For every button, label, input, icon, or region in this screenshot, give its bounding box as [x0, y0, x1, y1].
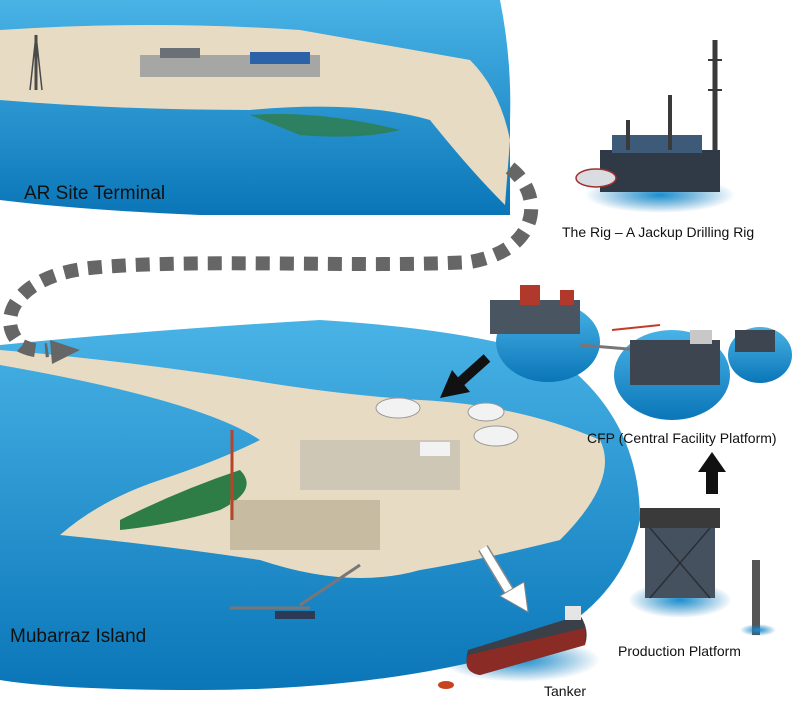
arrow-island-to-tanker	[478, 545, 529, 613]
production-label: Production Platform	[618, 643, 741, 659]
terminal-label: AR Site Terminal	[24, 183, 166, 204]
arrow-production-to-cfp	[698, 452, 726, 494]
arrow-cfp-to-island	[440, 354, 491, 398]
cfp-label: CFP (Central Facility Platform)	[587, 430, 777, 446]
tanker-image	[438, 606, 600, 689]
rig-label: The Rig – A Jackup Drilling Rig	[562, 224, 755, 240]
route-arrowhead	[50, 340, 80, 364]
island-label: Mubarraz Island	[10, 626, 147, 647]
production-platform-image	[628, 508, 776, 636]
route-dashed-path	[3, 162, 539, 358]
jackup-rig-image	[575, 40, 735, 213]
cfp-platform-image	[490, 285, 792, 420]
tanker-label: Tanker	[544, 683, 587, 699]
terminal-site-image	[0, 0, 511, 215]
mubarraz-island-image	[0, 320, 640, 690]
